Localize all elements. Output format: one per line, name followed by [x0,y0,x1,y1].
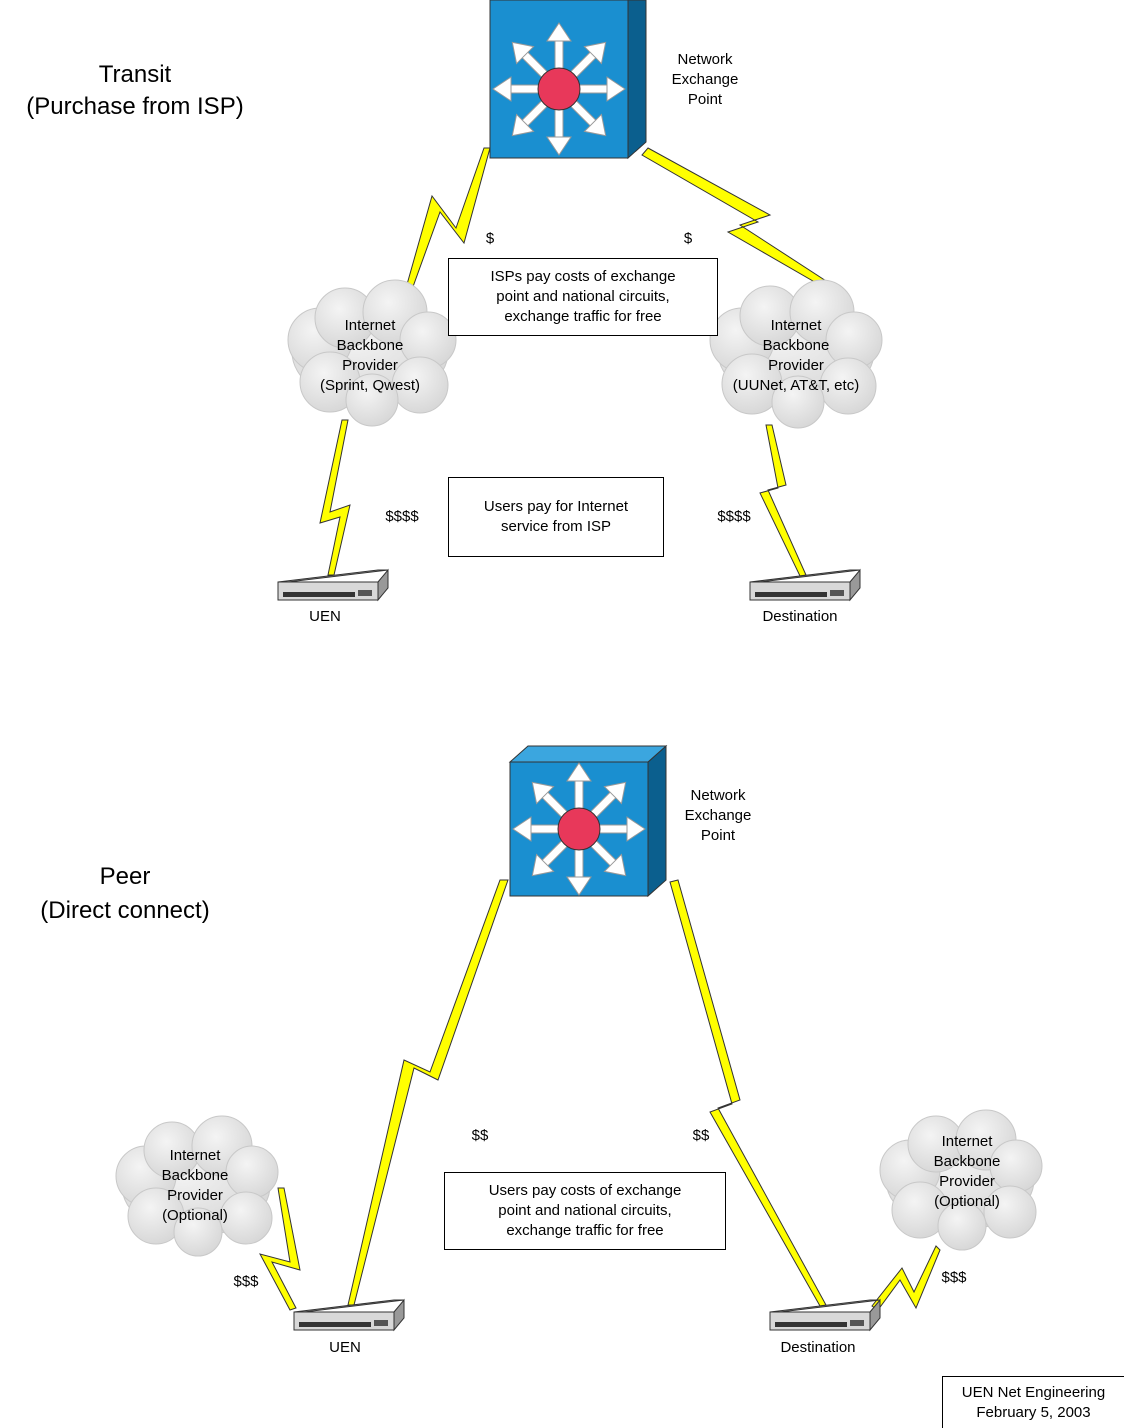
cloud-label-line: (Optional) [162,1207,228,1224]
cloud-label-line: Provider [167,1187,223,1204]
exchange-label-line: Exchange [671,71,739,88]
network-exchange-switch-icon [489,0,647,160]
cloud-label-line: Internet [770,317,822,334]
transit-users-note: Users pay for Internet service from ISP [448,477,664,557]
cloud-label-line: Backbone [336,337,404,354]
router-icon-uen-peer [293,1298,405,1332]
cloud-label-line: Internet [344,317,396,334]
note-line: point and national circuits, [498,1202,672,1219]
transit-right-cloud-label: Internet Backbone Provider (UUNet, AT&T,… [716,316,876,396]
note-line: service from ISP [500,518,612,535]
cloud-label-line: Provider [768,357,824,374]
exchange-label-line: Exchange [684,807,752,824]
cloud-icon-left-isp [287,279,457,427]
peer-exchange-label: Network Exchange Point [668,786,768,846]
exchange-label-line: Network [690,787,746,804]
link-left-cloud-to-uen [259,1187,301,1311]
exchange-label-line: Point [700,827,736,844]
transit-exchange-note: ISPs pay costs of exchange point and nat… [448,258,718,336]
peer-title: Peer [99,863,151,890]
note-line: Users pay costs of exchange [488,1182,682,1199]
footer-line: February 5, 2003 [976,1403,1091,1421]
note-line: ISPs pay costs of exchange [490,268,676,285]
peer-right-device-label: Destination [780,1339,856,1356]
note-line: point and national circuits, [496,288,670,305]
network-exchange-switch-icon-peer [508,744,668,898]
peer-right-cloud-label: Internet Backbone Provider (Optional) [912,1132,1022,1212]
router-icon-destination-peer [769,1298,881,1332]
peer-cost-right: $$ [692,1127,710,1144]
transit-cost-user-left: $$$$ [385,508,419,525]
cloud-label-line: (Optional) [934,1193,1000,1210]
transit-cost-user-right: $$$$ [717,508,751,525]
exchange-label-line: Point [687,91,723,108]
peer-left-device-label: UEN [329,1339,361,1356]
cloud-label-line: Provider [342,357,398,374]
link-right-isp-to-destination [759,424,807,577]
cloud-icon-right-isp [709,279,883,429]
router-icon-uen-transit [277,568,389,602]
transit-right-device-label: Destination [762,608,838,625]
cloud-label-line: Internet [941,1133,993,1150]
cloud-label-line: Backbone [161,1167,229,1184]
link-left-isp-to-uen [319,419,351,576]
transit-title: Transit [98,61,172,88]
footer-credit-box: UEN Net Engineering February 5, 2003 [942,1376,1124,1428]
transit-cost-right: $ [683,230,693,247]
transit-cost-left: $ [485,230,495,247]
cloud-icon-left-optional [115,1115,279,1257]
cloud-label-line: Internet [169,1147,221,1164]
transit-subtitle: (Purchase from ISP) [26,93,244,120]
link-right-cloud-to-destination [871,1245,941,1311]
peer-cost-cloud-right: $$$ [941,1269,967,1286]
transit-left-device-label: UEN [309,608,341,625]
cloud-label-line: Backbone [933,1153,1001,1170]
note-line: exchange traffic for free [506,1222,664,1239]
router-icon-destination-transit [749,568,861,602]
cloud-label-line: (UUNet, AT&T, etc) [732,377,860,394]
cloud-icon-right-optional [879,1109,1043,1251]
transit-left-cloud-label: Internet Backbone Provider (Sprint, Qwes… [300,316,440,396]
exchange-label-line: Network [677,51,733,68]
cloud-label-line: Provider [939,1173,995,1190]
note-line: Users pay for Internet [483,498,629,515]
cloud-label-line: Backbone [762,337,830,354]
note-line: exchange traffic for free [504,308,662,325]
peer-cost-left: $$ [471,1127,489,1144]
peer-subtitle: (Direct connect) [40,897,210,924]
footer-line: UEN Net Engineering [961,1383,1106,1401]
peer-left-cloud-label: Internet Backbone Provider (Optional) [140,1146,250,1226]
link-exchange-to-uen-peer [347,879,509,1306]
peer-note: Users pay costs of exchange point and na… [444,1172,726,1250]
transit-exchange-label: Network Exchange Point [655,50,755,110]
cloud-label-line: (Sprint, Qwest) [319,377,421,394]
peer-cost-cloud-left: $$$ [233,1273,259,1290]
